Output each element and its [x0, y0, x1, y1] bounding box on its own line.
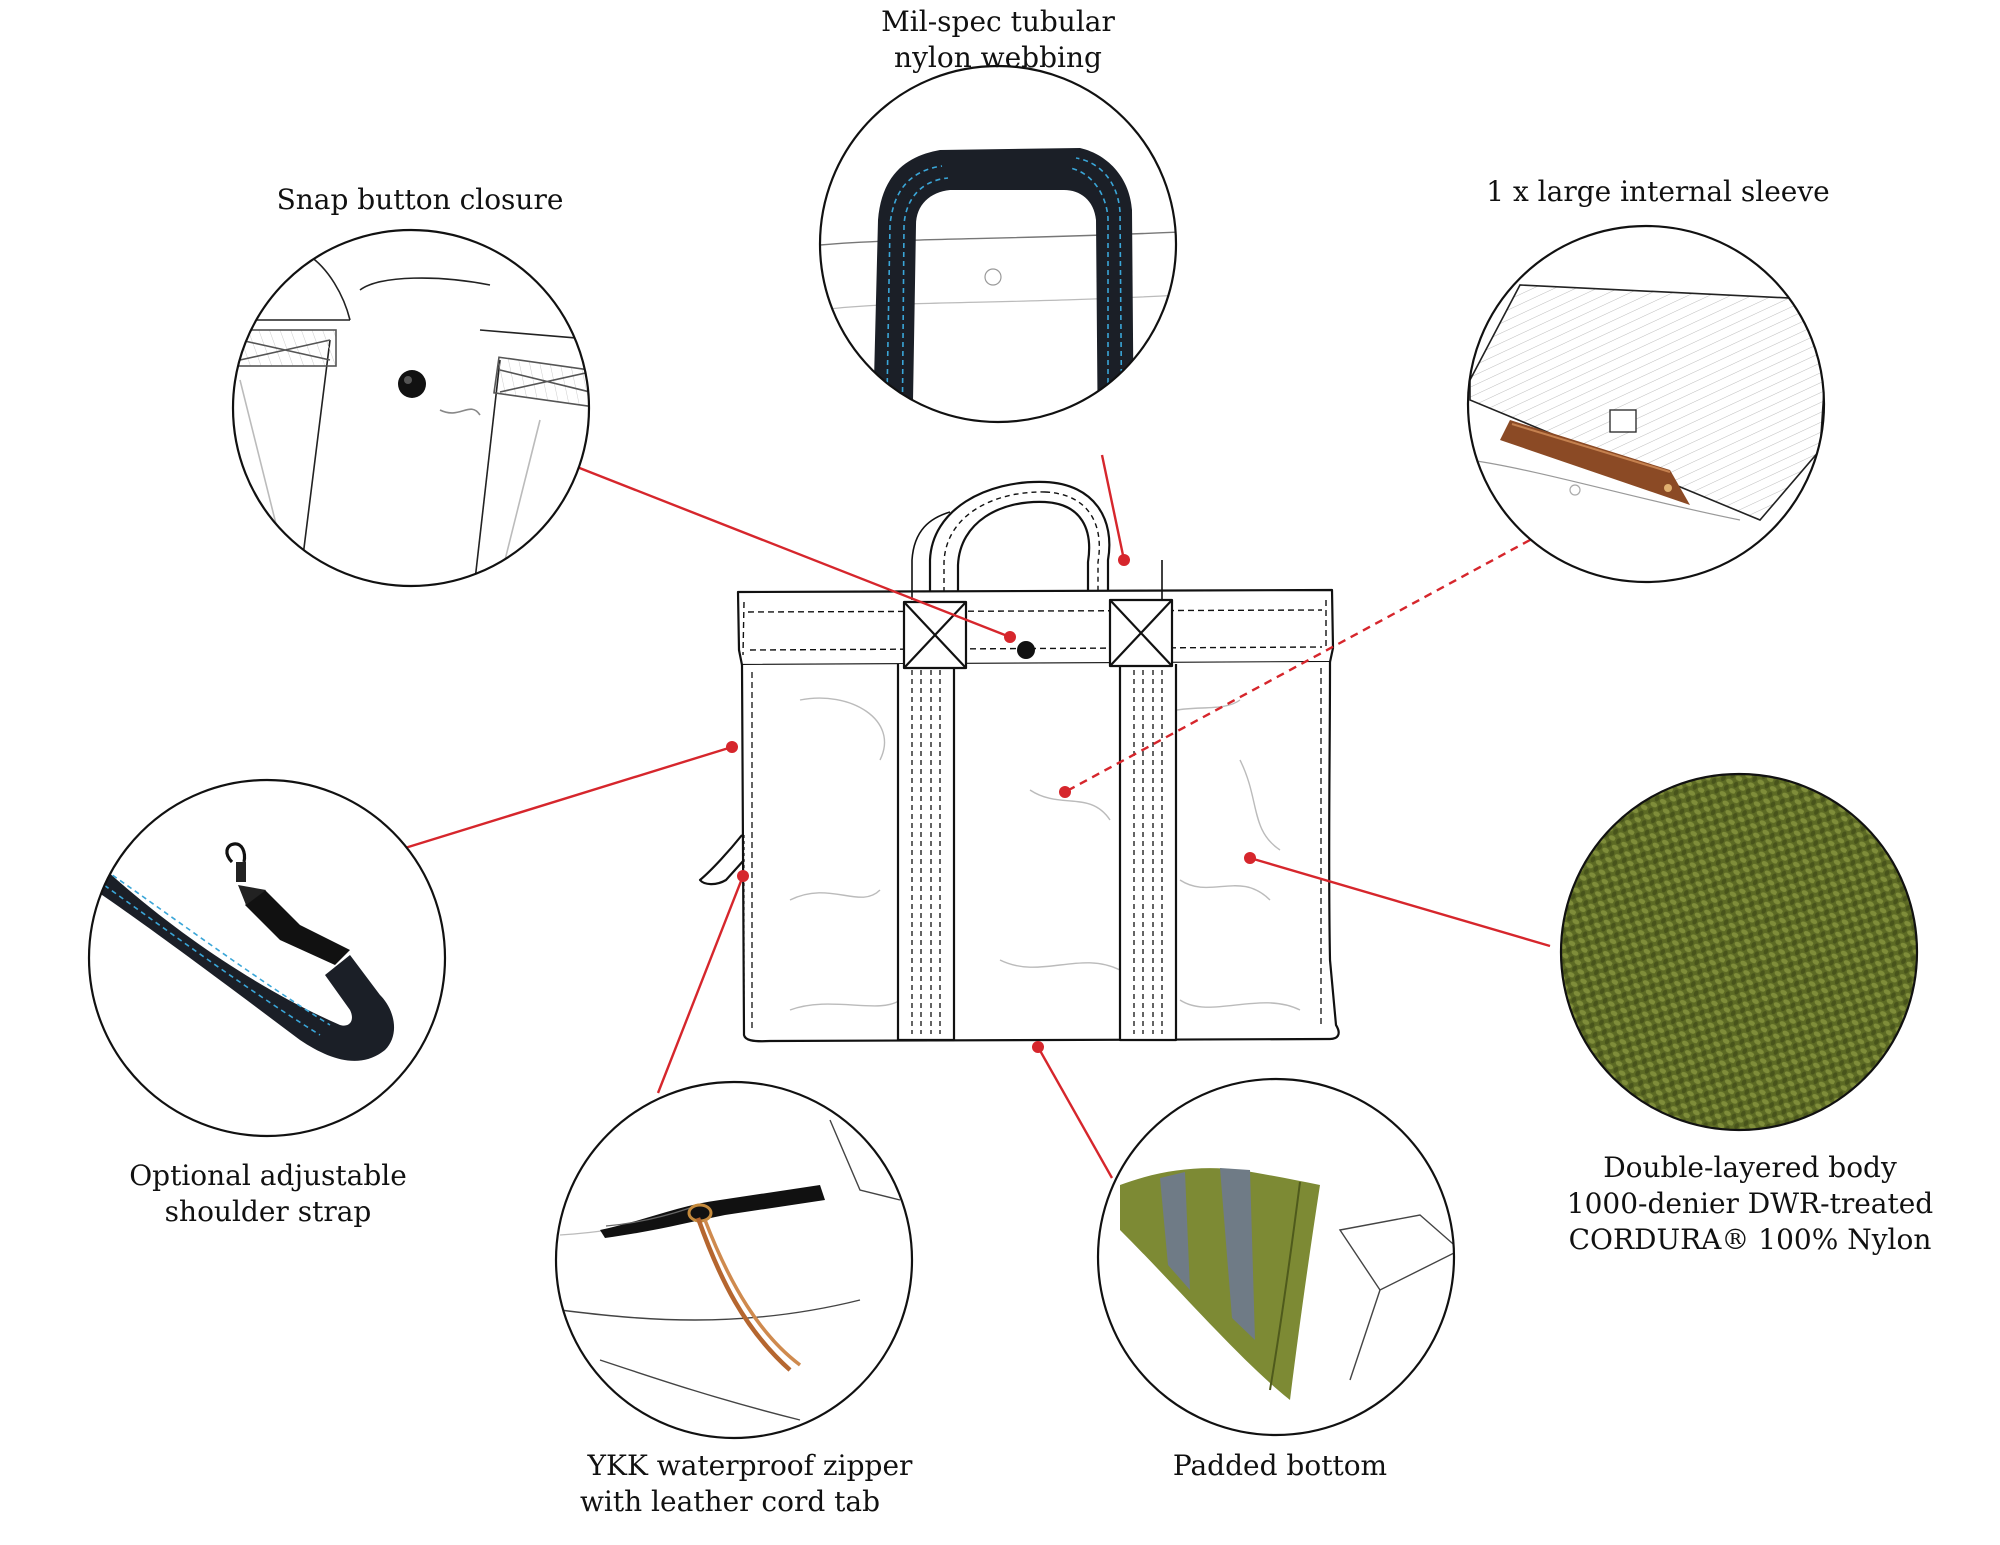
left-strap	[896, 664, 956, 1042]
bag-body	[740, 661, 1340, 1043]
webbing-strap	[872, 148, 1134, 422]
callout-dot-bottom	[1032, 1041, 1044, 1053]
waterproof-zipper	[600, 1185, 825, 1238]
leather-tab	[1500, 420, 1690, 505]
detail-circle-body	[1559, 772, 1919, 1132]
label-body-line-1: Double-layered body	[1603, 1151, 1897, 1184]
label-snap: Snap button closure	[250, 182, 590, 218]
detail-circle-zipper	[554, 1080, 914, 1440]
handle-loop-inner	[956, 500, 1091, 637]
shoulder-strap	[89, 860, 395, 1061]
label-strap-line-2: shoulder strap	[164, 1195, 372, 1228]
callout-dot-body	[1244, 852, 1256, 864]
detail-circle-sleeve	[1466, 224, 1826, 584]
label-snap-line-1: Snap button closure	[276, 183, 564, 216]
label-webbing-line-1: Mil-spec tubular	[881, 5, 1115, 38]
callout-line-snap	[576, 465, 1011, 639]
snap-button-detail-icon	[398, 370, 426, 398]
zipper-pull-sketch	[698, 834, 745, 886]
callout-dots	[726, 554, 1256, 1053]
detail-circle-bottom	[1096, 1077, 1456, 1437]
label-bottom: Padded bottom	[1130, 1448, 1430, 1484]
leather-cord	[695, 1217, 792, 1372]
label-strap: Optional adjustable shoulder strap	[108, 1158, 428, 1230]
label-webbing: Mil-spec tubular nylon webbing	[848, 4, 1148, 76]
tote-bag-illustration	[698, 480, 1340, 1043]
handle-loop-outer	[928, 480, 1111, 637]
label-webbing-line-2: nylon webbing	[894, 41, 1102, 74]
callout-dot-sleeve	[1059, 786, 1071, 798]
snap-button-icon	[1017, 641, 1035, 659]
top-band	[736, 588, 1335, 667]
label-body: Double-layered body 1000-denier DWR-trea…	[1560, 1150, 1940, 1258]
right-strap	[1118, 664, 1178, 1042]
pad-band	[1160, 1172, 1190, 1290]
label-zipper-line-1: YKK waterproof zipper	[587, 1449, 913, 1482]
callout-lines	[404, 454, 1551, 1179]
label-body-line-2: 1000-denier DWR-treated	[1566, 1187, 1934, 1220]
callout-line-bottom	[1036, 1046, 1114, 1179]
callout-line-sleeve	[1064, 538, 1531, 794]
label-strap-line-1: Optional adjustable	[129, 1159, 407, 1192]
detail-circle-strap	[87, 778, 447, 1138]
cordura-nylon-swatch	[1559, 772, 1919, 1132]
callout-line-zipper	[656, 875, 745, 1094]
label-bottom-line-1: Padded bottom	[1172, 1449, 1388, 1482]
swivel-hook-icon	[225, 842, 247, 882]
label-sleeve-line-1: 1 x large internal sleeve	[1486, 175, 1830, 208]
callout-dot-zipper	[737, 870, 749, 882]
label-zipper-line-2: with leather cord tab	[579, 1485, 881, 1518]
callout-line-body	[1249, 856, 1551, 948]
callout-dot-snap	[1004, 631, 1016, 643]
label-sleeve: 1 x large internal sleeve	[1468, 174, 1848, 210]
callout-dot-strap	[726, 741, 738, 753]
label-zipper: YKK waterproof zipper with leather cord …	[570, 1448, 930, 1520]
callout-line-strap	[404, 745, 733, 850]
callout-line-webbing	[1100, 454, 1126, 561]
detail-circle-snap	[231, 228, 591, 588]
callout-dot-webbing	[1118, 554, 1130, 566]
detail-circle-webbing	[818, 64, 1178, 424]
label-body-line-3: CORDURA® 100% Nylon	[1568, 1223, 1932, 1256]
